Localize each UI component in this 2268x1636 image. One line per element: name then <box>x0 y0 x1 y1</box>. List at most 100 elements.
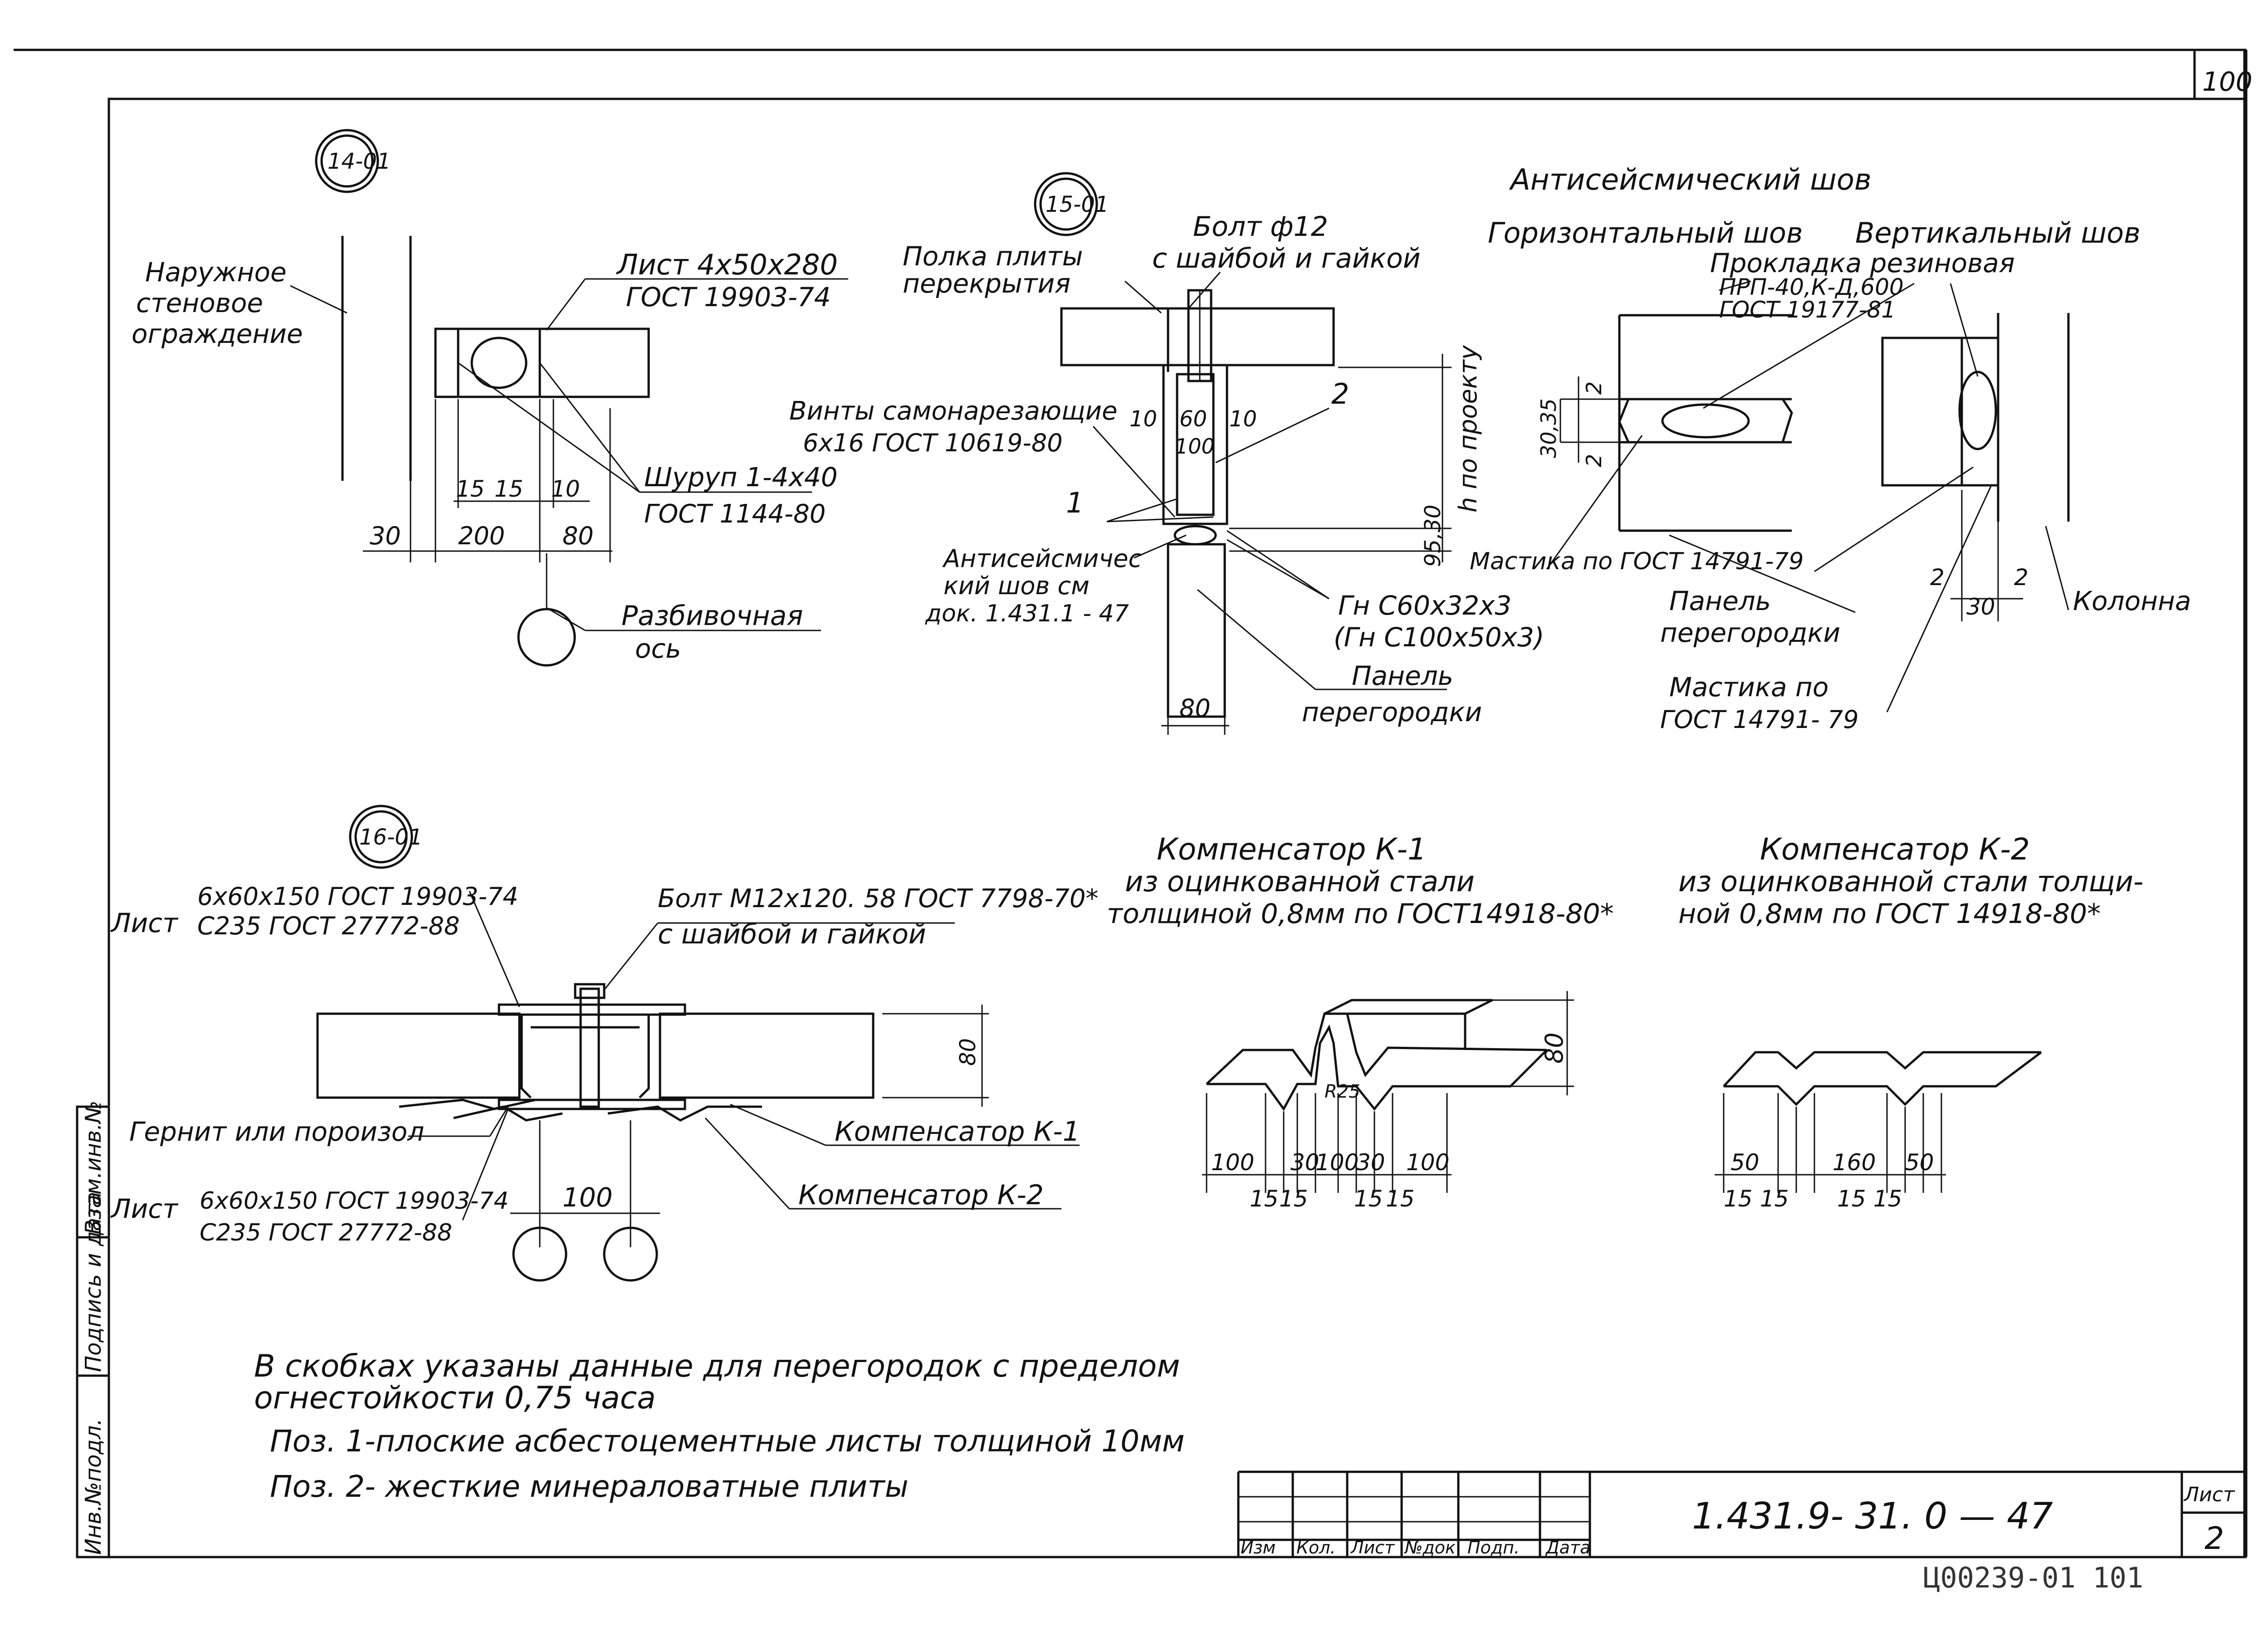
n15-screws-1: Винты самонарезающие <box>789 396 1117 426</box>
k1-dim-30b: 30 <box>1356 1149 1385 1176</box>
antiseismic-seam <box>1546 280 2070 713</box>
n15-id: 15-01 <box>1046 192 1109 217</box>
n16-sheet-top-2: С235 ГОСТ 27772-88 <box>197 912 459 940</box>
seam-panel-1: Панель <box>1669 586 1771 616</box>
k2-dim-15a: 15 <box>1724 1186 1753 1212</box>
n14-dim-200: 200 <box>458 522 505 550</box>
seam-dim-2d: 2 <box>2014 564 2028 591</box>
seam-mastic2-1: Мастика по <box>1669 672 1828 703</box>
note-line-2: огнестойкости 0,75 часа <box>254 1380 656 1416</box>
n15-panel-1: Панель <box>1352 660 1453 691</box>
tb-col-ndok: №док <box>1404 1538 1456 1558</box>
stamp-inv-number: Инв.№подл. <box>81 1418 106 1555</box>
n15-profile-2: (Гн С100x50x3) <box>1334 622 1544 653</box>
k1-dim-15c: 15 <box>1354 1186 1383 1212</box>
n15-shelf-2: перекрытия <box>903 268 1070 299</box>
tb-col-izm: Изм <box>1241 1538 1276 1558</box>
n16-k2: Компенсатор К-2 <box>798 1179 1044 1211</box>
node-15-01 <box>1034 172 1452 735</box>
seam-gasket-2: ПРП-40,К-Д,600 <box>1719 274 1904 300</box>
n14-dim-10: 10 <box>551 476 580 502</box>
k1-dim-30a: 30 <box>1290 1149 1320 1176</box>
k1-r: R25 <box>1325 1081 1360 1102</box>
n14-wall-label-3: ограждение <box>132 318 303 349</box>
tb-col-list: Лист <box>1350 1538 1395 1558</box>
seam-panel-2: перегородки <box>1660 617 1840 648</box>
n15-h-label: h по проекту <box>1454 345 1482 513</box>
seam-column: Колонна <box>2073 586 2191 616</box>
seam-title: Антисейсмический шов <box>1509 163 1872 197</box>
k1-dim-15a: 15 <box>1250 1186 1279 1212</box>
n16-id: 16-01 <box>359 825 422 850</box>
note-line-4: Поз. 2- жесткие минераловатные плиты <box>270 1469 909 1504</box>
seam-vertical: Вертикальный шов <box>1855 216 2141 249</box>
n14-dim-30: 30 <box>370 522 401 550</box>
k1-dim-15d: 15 <box>1386 1186 1415 1212</box>
compensator-k2 <box>1715 1051 2042 1193</box>
sheet-frame <box>14 49 2248 1558</box>
k2-dim-15b: 15 <box>1760 1186 1789 1212</box>
node-14-01 <box>290 129 848 667</box>
k2-title-1: Компенсатор К-2 <box>1760 832 2030 867</box>
k1-dim-100c: 100 <box>1406 1149 1449 1176</box>
n14-wall-label-1: Наружное <box>145 257 287 288</box>
side-stamp <box>76 1105 110 1558</box>
n15-pos2: 2 <box>1331 377 1349 410</box>
sheet-top-number: 100 <box>2202 66 2253 97</box>
k1-dim-100b: 100 <box>1315 1149 1359 1176</box>
seam-dim-2b: 2 <box>1582 454 1606 467</box>
n15-dim-10b: 10 <box>1229 406 1257 432</box>
n15-screws-2: 6x16 ГОСТ 10619-80 <box>803 429 1063 457</box>
n14-dim-15b: 15 <box>494 476 523 502</box>
n14-screw-gost: ГОСТ 1144-80 <box>644 499 826 529</box>
n15-bolt-2: с шайбой и гайкой <box>1152 243 1421 274</box>
n15-dim-95-30: 95,30 <box>1420 505 1446 567</box>
node-16-01 <box>316 805 1080 1282</box>
title-block <box>1237 1470 2245 1557</box>
n14-axis-label-1: Разбивочная <box>621 600 803 632</box>
n15-bolt-1: Болт ф12 <box>1193 211 1328 243</box>
seam-dim-2c: 2 <box>1930 564 1945 591</box>
tb-col-kol: Кол. <box>1296 1538 1336 1558</box>
k1-dim-15b: 15 <box>1279 1186 1308 1212</box>
seam-horizontal: Горизонтальный шов <box>1488 216 1803 249</box>
n16-sheet-bot-1: 6x60x150 ГОСТ 19903-74 <box>200 1187 508 1215</box>
n14-id: 14-01 <box>327 149 391 174</box>
k2-dim-15c: 15 <box>1837 1186 1866 1212</box>
seam-dim-30: 30 <box>1966 594 1995 620</box>
n15-seam-2: кий шов см <box>943 571 1090 600</box>
k2-dim-15d: 15 <box>1873 1186 1902 1212</box>
seam-gasket-3: ГОСТ 19177-81 <box>1719 297 1896 323</box>
tb-col-podp: Подп. <box>1467 1538 1520 1558</box>
seam-dim-30-35: 30,35 <box>1536 398 1561 458</box>
tb-sheet-number: 2 <box>2204 1521 2224 1557</box>
k1-h: 80 <box>1540 1032 1569 1064</box>
n14-axis-label-2: ось <box>635 633 681 664</box>
n16-bolt-2: с шайбой и гайкой <box>658 918 926 950</box>
n16-sheet-word-top: Лист <box>110 908 179 938</box>
k2-title-3: ной 0,8мм по ГОСТ 14918-80* <box>1678 898 2101 930</box>
k2-dim-50b: 50 <box>1905 1149 1934 1176</box>
tb-sheet-label: Лист <box>2183 1483 2235 1506</box>
n15-panel-2: перегородки <box>1302 697 1482 728</box>
seam-gasket-1: Прокладка резиновая <box>1710 248 2015 278</box>
n15-profile-1: Гн С60x32x3 <box>1338 590 1511 621</box>
n16-dim-80: 80 <box>955 1038 981 1066</box>
stamp-replace-inv: Взам.инв.№ <box>81 1101 106 1235</box>
bottom-stamp: Ц00239-01 101 <box>1923 1561 2143 1594</box>
n15-seam-3: док. 1.431.1 - 47 <box>925 600 1129 627</box>
seam-mastic2-2: ГОСТ 14791- 79 <box>1660 705 1859 734</box>
note-line-1: В скобках указаны данные для перегородок… <box>254 1348 1180 1384</box>
k1-title-3: толщиной 0,8мм по ГОСТ14918-80* <box>1107 898 1614 930</box>
note-line-3: Поз. 1-плоские асбестоцементные листы то… <box>270 1424 1185 1459</box>
n15-dim-60: 60 <box>1179 406 1207 432</box>
seam-mastic-1: Мастика по ГОСТ 14791-79 <box>1470 548 1804 575</box>
n14-screw-label: Шуруп 1-4x40 <box>644 462 838 493</box>
n15-dim-10a: 10 <box>1129 406 1157 432</box>
k1-dim-100a: 100 <box>1211 1149 1254 1176</box>
n16-sheet-top-1: 6x60x150 ГОСТ 19903-74 <box>197 882 518 911</box>
compensator-k1 <box>1202 991 1574 1193</box>
n14-sheet-label: Лист 4x50x280 <box>616 248 838 281</box>
n15-dim-100: 100 <box>1175 434 1215 459</box>
